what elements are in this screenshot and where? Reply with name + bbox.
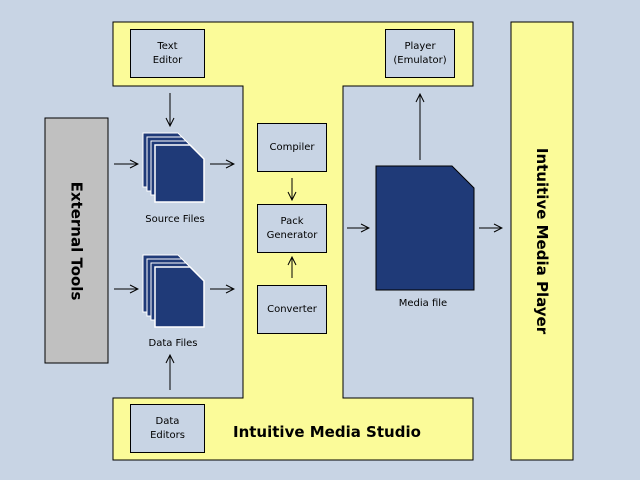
text-editor-label-line1: Text [157, 40, 178, 52]
media-player-panel [510, 21, 574, 461]
compiler-box: Compiler [257, 123, 327, 172]
media-file-label: Media file [398, 298, 448, 309]
player-label-line2: (Emulator) [393, 54, 447, 66]
pack-generator-label-line1: Pack [280, 215, 304, 227]
external-tools-title: External Tools [67, 181, 86, 300]
media-player-title: Intuitive Media Player [533, 147, 551, 335]
data-editors-label-line2: Editors [150, 429, 185, 441]
external-tools-panel [44, 117, 109, 364]
converter-box: Converter [257, 285, 327, 334]
pack-generator-label-line2: Generator [266, 229, 318, 241]
pack-generator-box: Pack Generator [257, 204, 327, 253]
player-emulator-box: Player (Emulator) [385, 29, 455, 78]
converter-label: Converter [267, 303, 317, 315]
data-editors-box: Data Editors [130, 404, 205, 453]
source-files-label: Source Files [145, 214, 205, 225]
media-file-icon [375, 165, 475, 291]
studio-title: Intuitive Media Studio [233, 423, 421, 441]
data-editors-label-line1: Data [155, 415, 180, 427]
player-label-line1: Player [404, 40, 436, 52]
text-editor-box: Text Editor [130, 29, 205, 78]
compiler-label: Compiler [269, 141, 315, 153]
source-files-stack-icon [142, 132, 205, 203]
data-files-stack-icon [142, 254, 205, 328]
data-files-label: Data Files [148, 338, 198, 349]
text-editor-label-line2: Editor [152, 54, 183, 66]
flow-arrows [114, 93, 502, 390]
